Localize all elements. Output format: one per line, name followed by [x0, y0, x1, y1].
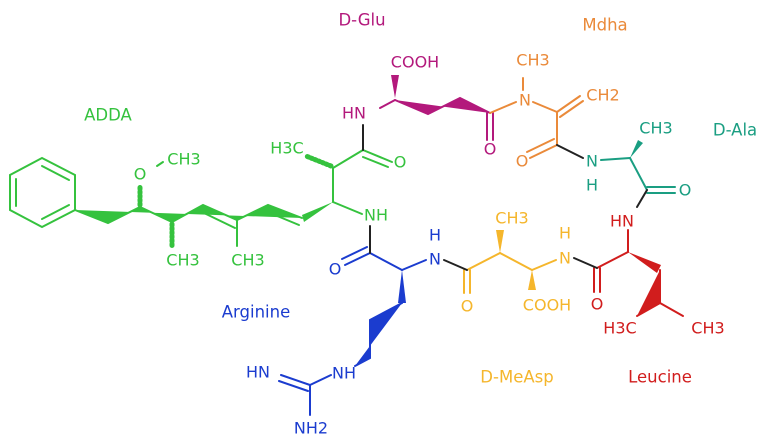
- ala-n: N: [586, 152, 598, 171]
- arg-o: O: [329, 260, 342, 279]
- measp-cooh: COOH: [523, 296, 571, 315]
- adda-residue: O CH3 CH3 CH3 H3C O NH: [9, 139, 407, 270]
- glu-cooh: COOH: [391, 53, 439, 72]
- adda-och3: CH3: [167, 150, 200, 169]
- mdha-ch2: CH2: [586, 86, 619, 105]
- ala-ch3: CH3: [639, 119, 672, 138]
- mdha-ch3: CH3: [516, 51, 549, 70]
- leu-ch3: CH3: [691, 319, 724, 338]
- arginine-residue: H N O NH HN NH2: [246, 225, 468, 438]
- measp-n: N: [559, 249, 571, 268]
- measp-o: O: [461, 297, 474, 316]
- adda-h3c: H3C: [270, 139, 303, 158]
- label-dglu: D-Glu: [338, 11, 385, 30]
- leu-o: O: [591, 295, 604, 314]
- adda-nh: NH: [364, 206, 388, 225]
- measp-h: H: [559, 224, 571, 243]
- adda-ch3-a: CH3: [166, 251, 199, 270]
- adda-ch3-b: CH3: [231, 251, 264, 270]
- ala-h: H: [586, 176, 598, 195]
- leucine-residue: HN O H3C CH3: [591, 189, 725, 338]
- dmeasp-residue: CH3 H N COOH O: [461, 209, 598, 316]
- glu-o: O: [484, 140, 497, 159]
- arg-h: H: [429, 226, 441, 245]
- label-adda: ADDA: [84, 106, 132, 125]
- mdha-o: O: [516, 152, 529, 171]
- leu-hn: HN: [610, 212, 634, 231]
- label-arginine: Arginine: [222, 303, 291, 322]
- label-dmeasp: D-MeAsp: [480, 368, 553, 387]
- leu-h3c: H3C: [603, 319, 636, 338]
- dglu-residue: COOH HN O: [342, 53, 496, 159]
- adda-o-carbonyl: O: [394, 153, 407, 172]
- arg-nh2: NH2: [294, 419, 328, 438]
- arg-hn: HN: [246, 363, 270, 382]
- label-mdha: Mdha: [582, 16, 627, 35]
- label-dala: D-Ala: [713, 121, 757, 140]
- arg-n: N: [429, 250, 441, 269]
- mdha-residue: CH3 N CH2 O: [489, 51, 620, 171]
- measp-ch3: CH3: [495, 209, 528, 228]
- label-leucine: Leucine: [628, 368, 692, 387]
- glu-hn: HN: [342, 104, 366, 123]
- ala-o: O: [679, 181, 692, 200]
- dala-residue: CH3 N H O: [556, 119, 692, 200]
- adda-o-methoxy: O: [134, 165, 147, 184]
- mdha-n: N: [519, 91, 531, 110]
- arg-nh: NH: [332, 364, 356, 383]
